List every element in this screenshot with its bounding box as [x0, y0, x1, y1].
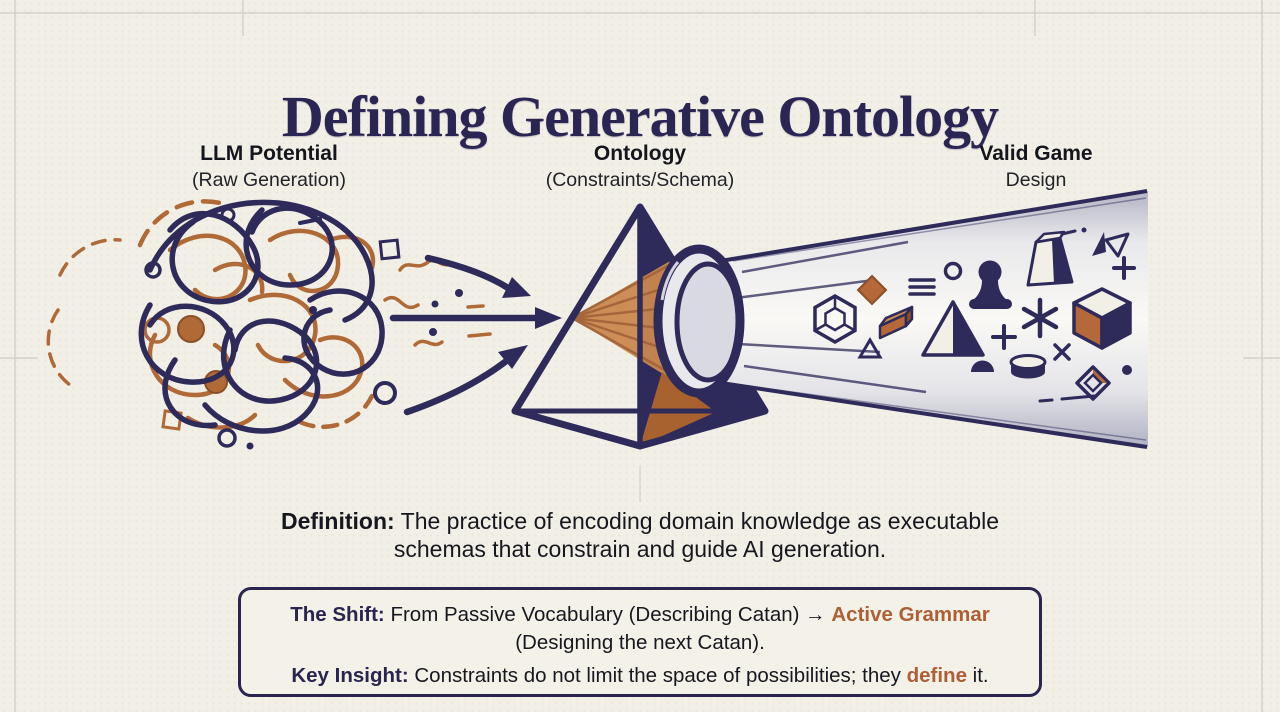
shift-line-2: (Designing the next Catan).: [515, 631, 765, 654]
insight-label: Key Insight:: [291, 664, 409, 687]
column-title: Valid Game: [979, 142, 1093, 165]
diamond-outline-icon: [1075, 365, 1111, 401]
flow-arrows: [389, 254, 562, 416]
definition-text: Definition: The practice of encoding dom…: [0, 507, 1280, 563]
insight-rest: Constraints do not limit the space of po…: [408, 664, 907, 687]
column-subtitle: Design: [1005, 169, 1067, 191]
cube-icon: [1072, 287, 1132, 350]
shift-highlight: Active Grammar: [831, 603, 990, 626]
definition-label: Definition:: [280, 508, 395, 534]
cylinder-icon: [1009, 354, 1047, 379]
plus-icon: [991, 256, 1136, 350]
asterisk-icon: [1021, 297, 1059, 339]
insight-tail: it.: [966, 664, 989, 687]
column-title: LLM Potential: [200, 142, 338, 165]
column-header-valid-game: Valid Game Design: [926, 140, 1146, 194]
plinth-icon: [1026, 230, 1074, 287]
dome-icon: [971, 360, 994, 372]
tangle-scribble-icon: [46, 199, 492, 450]
shift-line-1: The Shift: From Passive Vocabulary (Desc…: [241, 601, 1039, 629]
small-circle-icon: [943, 261, 963, 281]
column-header-llm-potential: LLM Potential (Raw Generation): [119, 140, 419, 194]
lens-ring-icon: [653, 244, 745, 398]
brick-icon: [878, 305, 914, 340]
flow-arrow-top-icon: [424, 254, 531, 298]
insight-highlight: define: [906, 664, 967, 687]
shift-insight-box: The Shift: From Passive Vocabulary (Desc…: [238, 587, 1042, 697]
pawn-icon: [969, 260, 1012, 309]
definition-line-1: Definition: The practice of encoding dom…: [0, 507, 1280, 535]
flow-arrow-bottom-icon: [403, 345, 528, 416]
column-subtitle: (Constraints/Schema): [545, 169, 735, 191]
shift-rest: From Passive Vocabulary (Describing Cata…: [384, 603, 832, 626]
x-mark-icon: [1053, 343, 1071, 361]
page-title: Defining Generative Ontology: [281, 83, 999, 149]
column-title: Ontology: [593, 142, 687, 165]
shift-label: The Shift:: [290, 603, 385, 626]
beam-dashes: [1038, 229, 1096, 403]
definition-line-2: schemas that constrain and guide AI gene…: [393, 536, 887, 562]
flow-arrow-middle-icon: [389, 307, 562, 329]
triangle-outline-icon: [857, 337, 883, 359]
flag-icon: [1092, 232, 1130, 258]
insight-line: Key Insight: Constraints do not limit th…: [241, 662, 1039, 690]
hex-die-icon: [813, 293, 857, 345]
column-subtitle: (Raw Generation): [192, 169, 346, 191]
menu-lines-icon: [908, 278, 936, 296]
column-header-ontology: Ontology (Constraints/Schema): [490, 140, 790, 194]
projected-shapes: [813, 227, 1136, 403]
pyramid-icon: [921, 300, 985, 357]
definition-line-1-rest: The practice of encoding domain knowledg…: [394, 508, 1000, 534]
diamond-icon: [856, 274, 888, 306]
dot-icon: [1122, 365, 1132, 375]
